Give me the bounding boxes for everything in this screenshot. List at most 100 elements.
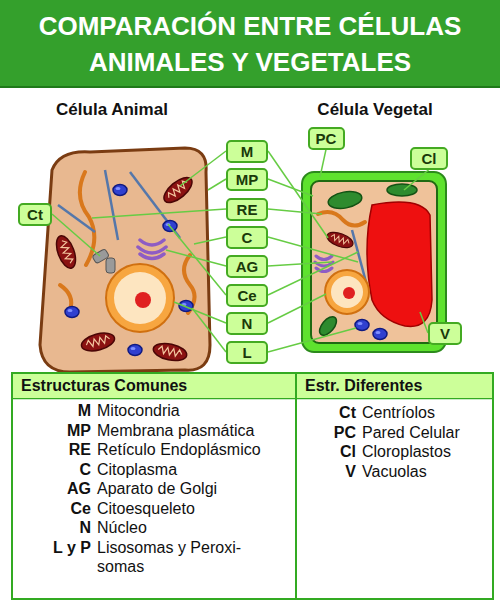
- leader-line: [208, 179, 226, 190]
- animal-cell-part: [80, 330, 117, 354]
- abbreviation-tag: L: [226, 341, 268, 364]
- leader-line: [92, 209, 226, 218]
- box-label: PC: [316, 130, 337, 147]
- table-cell: Retículo Endoplásmico: [97, 440, 292, 459]
- animal-cell-part: [130, 172, 180, 238]
- title-band-edge: [0, 86, 500, 88]
- box-label: N: [242, 315, 253, 332]
- leader-line: [180, 151, 226, 186]
- animal-cell-part: [53, 233, 80, 270]
- abbreviation: AG: [13, 479, 91, 498]
- plant-cell-part: [387, 184, 417, 196]
- table-cell: Citoesqueleto: [97, 499, 292, 518]
- leader-line: [52, 214, 100, 256]
- animal-cell-part: [152, 341, 189, 364]
- animal-cell: [40, 148, 210, 372]
- table-cell: Membrana plasmática: [97, 421, 292, 440]
- leader-line: [268, 328, 356, 352]
- abbreviation: Cl: [300, 442, 356, 461]
- leader-line: [192, 308, 226, 352]
- abbreviation-tag: V: [428, 322, 462, 345]
- box-label: Ce: [237, 287, 256, 304]
- plant-cell-part: [331, 276, 363, 308]
- abbreviation-tag: AG: [226, 255, 268, 278]
- abbreviation: L y P: [13, 538, 91, 557]
- animal-cell-part: [58, 205, 95, 232]
- table-header: Estructuras Comunes: [13, 374, 295, 398]
- box-label: Estructuras Comunes: [21, 377, 187, 394]
- animal-cell-part: [114, 272, 166, 324]
- abbreviation-tag: Cl: [410, 147, 448, 170]
- leader-line: [268, 151, 328, 238]
- abbreviation: MP: [13, 421, 91, 440]
- abbreviation-tag: MP: [226, 168, 268, 191]
- table-cell: Lisosomas y Peroxi- somas: [97, 538, 272, 576]
- animal-cell-part: [179, 301, 193, 312]
- animal-cell-part: [135, 292, 151, 308]
- box-label: Ct: [27, 206, 43, 223]
- box-label: V: [440, 325, 450, 342]
- box-label: Cl: [422, 150, 437, 167]
- table-cell: Mitocondria: [97, 401, 292, 420]
- abbreviation: Ct: [300, 403, 356, 422]
- cell-heading: Célula Animal: [17, 100, 207, 119]
- animal-cell-part: [138, 240, 166, 259]
- plant-cell-part: [343, 287, 355, 299]
- abbreviation-tag: RE: [226, 198, 268, 221]
- leader-line: [404, 170, 429, 191]
- plant-cell-part: [327, 189, 363, 211]
- abbreviation-tag: Ce: [226, 284, 268, 307]
- abbreviation-tag: C: [226, 226, 268, 249]
- leader-line: [168, 224, 226, 295]
- key-table-part: [295, 373, 297, 599]
- abbreviation: C: [13, 460, 91, 479]
- abbreviation: M: [13, 401, 91, 420]
- leader-line: [174, 302, 226, 323]
- animal-cell-part: [106, 258, 115, 273]
- abbreviation-tag: M: [226, 140, 268, 163]
- abbreviation: Ce: [13, 499, 91, 518]
- animal-cell-part: [105, 170, 118, 240]
- cell-heading: Célula Vegetal: [280, 100, 470, 119]
- leader-line: [268, 179, 313, 196]
- title: COMPARACIÓN ENTRE CÉLULAS ANIMALES Y VEG…: [0, 8, 500, 80]
- table-cell: Centríolos: [362, 403, 490, 422]
- leader-line: [194, 237, 226, 244]
- abbreviation: N: [13, 518, 91, 537]
- leader-line: [268, 252, 358, 295]
- plant-cell-part: [325, 229, 355, 250]
- leader-line: [268, 262, 332, 266]
- plant-cell-part: [325, 270, 369, 314]
- table-cell: Pared Celular: [362, 423, 490, 442]
- abbreviation-tag: Ct: [18, 203, 52, 226]
- plant-cell-part: [316, 314, 339, 339]
- box-label: M: [241, 143, 254, 160]
- animal-cell-part: [65, 307, 79, 318]
- abbreviation: PC: [300, 423, 356, 442]
- leader-line: [268, 294, 326, 323]
- table-cell: Cloroplastos: [362, 442, 490, 461]
- table-cell: Vacuolas: [362, 462, 490, 481]
- title-band: [0, 0, 500, 88]
- box-label: MP: [236, 171, 259, 188]
- animal-cell-part: [106, 264, 174, 332]
- abbreviation: V: [300, 462, 356, 481]
- box-label: AG: [236, 258, 259, 275]
- box-label: L: [242, 344, 251, 361]
- leader-line: [420, 312, 428, 333]
- plant-cell-part: [355, 320, 369, 331]
- box-label: C: [242, 229, 253, 246]
- table-cell: Citoplasma: [97, 460, 292, 479]
- plant-cell-part: [373, 329, 387, 340]
- animal-cell-part: [113, 185, 127, 196]
- box-label: RE: [237, 201, 258, 218]
- table-header: Estr. Diferentes: [297, 374, 492, 398]
- plant-cell-part: [318, 212, 365, 226]
- animal-cell-part: [40, 148, 210, 372]
- abbreviation-tag: N: [226, 312, 268, 335]
- table-cell: Aparato de Golgi: [97, 479, 292, 498]
- plant-cell-part: [367, 202, 432, 326]
- plant-cell-part: [315, 256, 333, 272]
